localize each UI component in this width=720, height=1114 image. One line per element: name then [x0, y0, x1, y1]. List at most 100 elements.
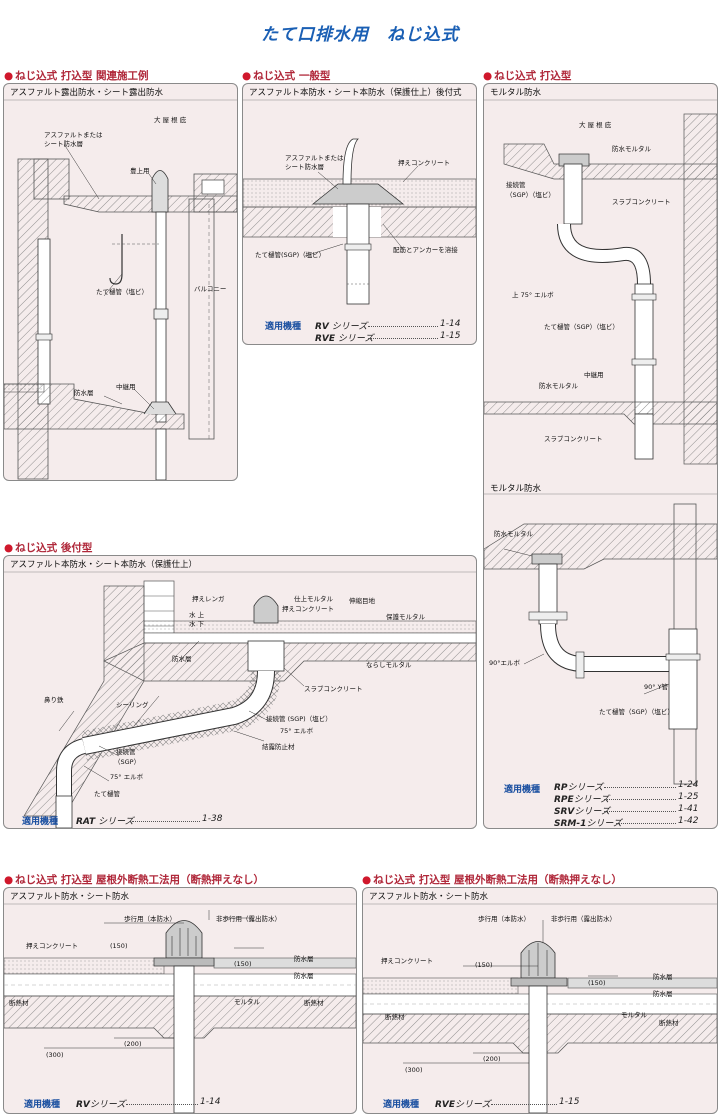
label-d150a: (150) — [475, 961, 493, 969]
label-osae: 押えコンクリート — [381, 957, 433, 965]
label-slab: スラブコンクリート — [304, 685, 363, 693]
label-elbow45: 上 75° エルボ — [512, 291, 554, 299]
page-ref: 1-42 — [678, 816, 699, 826]
diagram-driven-type — [484, 99, 717, 785]
panel-subtitle: モルタル防水 — [490, 88, 542, 98]
leader-line — [368, 338, 438, 339]
page-ref: 1-14 — [440, 319, 461, 329]
leader-line — [126, 1104, 198, 1105]
label-d200: (200) — [124, 1040, 142, 1048]
label-hogo: 保護モルタル — [386, 613, 425, 621]
panel-subtitle: アスファルト本防水・シート本防水（保護仕上） — [10, 560, 198, 570]
section-heading-p3: ●ねじ込式 打込型 — [483, 70, 572, 82]
panel-subtitle-2: モルタル防水 — [490, 484, 542, 494]
applicable-models-label: 適用機種 — [504, 785, 541, 795]
diagram-insulation-rv — [4, 903, 356, 1113]
series-name: RPEシリーズ — [554, 795, 610, 805]
applicable-models-label: 適用機種 — [24, 1100, 61, 1110]
label-osae: 押えコンクリート — [26, 942, 78, 950]
label-bousui: 防水層 — [653, 973, 673, 981]
diagram-retrofit-type — [4, 571, 476, 828]
leader-line — [616, 823, 676, 824]
label-elbow90: 90°エルボ — [489, 659, 521, 667]
label-dannetsu: 断熱材 — [9, 999, 29, 1007]
label-dannetsu2: 断熱材 — [304, 999, 324, 1007]
series-name: RV シリーズ — [315, 322, 368, 332]
series-name: RVEシリーズ — [435, 1100, 491, 1110]
label-mortar2: 防水モルタル — [539, 382, 578, 390]
panel-subtitle: アスファルト露出防水・シート露出防水 — [10, 88, 164, 98]
label-bousui: 防水層 — [172, 655, 192, 663]
page-ref: 1-15 — [559, 1097, 580, 1107]
label-setsuzoku: 接続管 — [116, 748, 136, 756]
page-ref: 1-24 — [678, 780, 699, 790]
label-walk: 歩行用（本防水） — [124, 915, 176, 923]
leader-line — [491, 1104, 557, 1105]
panel-driven-type: モルタル防水 大 屋 根 庇 防水モルタル スラブコンクリート 接続管 （SGP… — [483, 83, 718, 829]
leader-line — [604, 811, 676, 812]
label-sgp: （SGP）（塩ビ） — [506, 191, 555, 199]
leader-line — [132, 821, 200, 822]
page-title: たて口排水用 ねじ込式 — [261, 25, 459, 45]
label-asphalt: アスファルトまたは — [44, 131, 103, 139]
panel-general-type: アスファルト本防水・シート本防水（保護仕上）後付式 アスファルトまたは シート防… — [242, 83, 477, 345]
panel-subtitle: アスファルト本防水・シート本防水（保護仕上）後付式 — [249, 88, 462, 98]
label-d300: (300) — [405, 1066, 423, 1074]
label-setsuzoku: 接続管 — [506, 181, 526, 189]
section-heading-p1: ●ねじ込式 打込型 関連施工例 — [4, 70, 149, 82]
label-dannetsu2: 断熱材 — [659, 1019, 679, 1027]
label-roof: 大 屋 根 庇 — [579, 121, 612, 129]
panel-construction-example: アスファルト露出防水・シート露出防水 アスファルトまたは シート防水層 大 屋 … — [3, 83, 238, 481]
series-name: SRVシリーズ — [554, 807, 610, 817]
series-name: RVシリーズ — [76, 1100, 126, 1110]
label-mortar: モルタル — [234, 998, 260, 1006]
label-mame: 豊上用 — [130, 167, 150, 175]
label-asphalt: アスファルトまたは — [285, 154, 344, 162]
page-ref: 1-15 — [440, 331, 461, 341]
label-ketsuro: 結露防止材 — [262, 743, 295, 751]
label-sui: 水 上 — [189, 611, 205, 619]
label-d300: (300) — [46, 1051, 64, 1059]
label-osae: 押えコンクリート — [398, 159, 450, 167]
label-seal: シーリング — [116, 701, 149, 709]
label-sui2: 水 下 — [189, 620, 205, 628]
section-heading-p4: ●ねじ込式 後付型 — [4, 542, 93, 554]
label-narashi: ならしモルタル — [366, 661, 412, 669]
leader-line — [604, 799, 676, 800]
label-tatetoi: たて樋管（塩ビ） — [96, 288, 148, 296]
label-anchor: 配筋とアンカーを溶接 — [393, 246, 458, 254]
panel-subtitle: アスファルト防水・シート防水 — [369, 892, 489, 902]
label-setsuzoku2: 接続管 (SGP)（塩ビ） — [266, 715, 332, 723]
panel-insulation-rv: アスファルト防水・シート防水 歩行用（本防水） 非歩行用（露出防水） 押えコンク… — [3, 887, 357, 1114]
series-name: RPシリーズ — [554, 783, 604, 793]
page-ref: 1-14 — [200, 1097, 221, 1107]
label-chukai: 中継用 — [584, 371, 604, 379]
series-name: RVE シリーズ — [315, 334, 374, 344]
applicable-models-label: 適用機種 — [265, 322, 302, 332]
label-dannetsu: 断熱材 — [385, 1013, 405, 1021]
label-sheet: シート防水層 — [44, 140, 83, 148]
label-tatetoi: たて樋管 — [94, 790, 120, 798]
label-walk: 歩行用（本防水） — [478, 915, 530, 923]
label-slab: スラブコンクリート — [612, 198, 671, 206]
label-bousui2: 防水層 — [294, 972, 314, 980]
label-elbow: 75° エルボ — [110, 773, 144, 781]
page-ref: 1-41 — [678, 804, 699, 814]
label-bousui: 防水層 — [294, 955, 314, 963]
label-tatetoi: たて樋管(SGP)（塩ビ） — [255, 251, 326, 259]
diagram-insulation-rve — [363, 903, 717, 1113]
series-name: SRM-1シリーズ — [554, 819, 622, 829]
label-nonwalk: 非歩行用（露出防水） — [216, 915, 281, 923]
leader-line — [368, 326, 438, 327]
label-sheet: シート防水層 — [285, 163, 324, 171]
panel-retrofit-type: アスファルト本防水・シート本防水（保護仕上） 押えレンガ 水 上 水 下 仕上モ… — [3, 555, 477, 829]
label-shiage: 仕上モルタル — [294, 595, 333, 603]
section-heading-p6: ●ねじ込式 打込型 屋根外断熱工法用（断熱押えなし） — [362, 874, 622, 886]
label-d200: (200) — [483, 1055, 501, 1063]
page-ref: 1-38 — [202, 814, 223, 824]
diagram-construction-example — [4, 99, 237, 480]
section-heading-p2: ●ねじ込式 一般型 — [242, 70, 331, 82]
label-mortar: 防水モルタル — [612, 145, 651, 153]
label-osae: 押えコンクリート — [282, 605, 334, 613]
section-heading-p5: ●ねじ込式 打込型 屋根外断熱工法用（断熱押えなし） — [4, 874, 264, 886]
